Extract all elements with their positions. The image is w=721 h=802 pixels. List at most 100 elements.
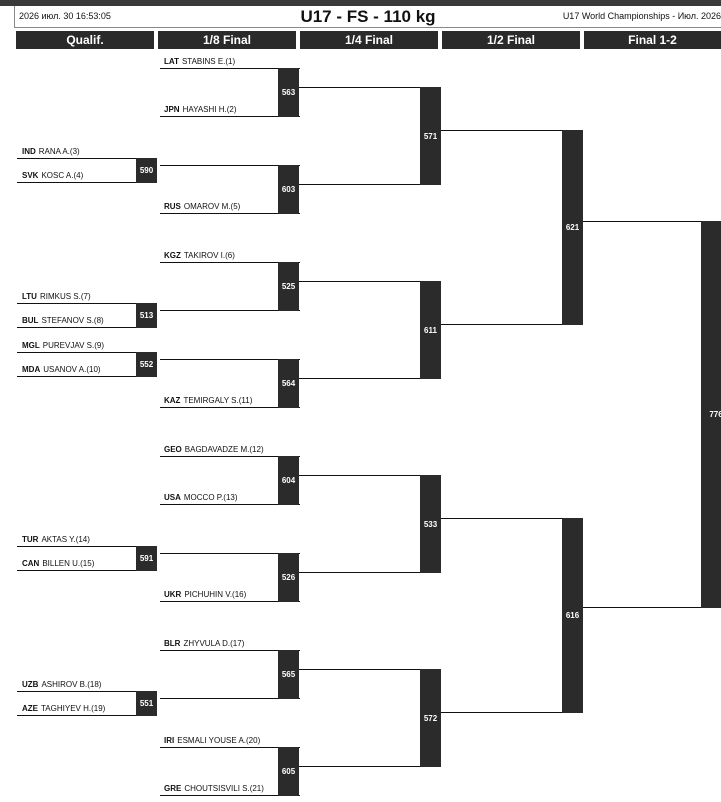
athlete-name: KOSC A.(4) [41, 171, 84, 180]
bracket-line [441, 324, 583, 325]
match-box-qualif[interactable]: 513 [136, 303, 157, 328]
match-box-r16[interactable]: 604 [278, 456, 299, 505]
athlete-name: CHOUTSISVILI S.(21) [184, 784, 264, 793]
athlete-nation: USA [164, 493, 181, 502]
match-box-qualif[interactable]: 591 [136, 546, 157, 571]
athlete-nation: KGZ [164, 251, 181, 260]
match-box-r16[interactable]: 564 [278, 359, 299, 408]
match-box-final[interactable]: 776 [701, 221, 721, 608]
bracket-line [441, 712, 583, 713]
athlete-name: HAYASHI H.(2) [182, 105, 237, 114]
round-header-1-8-final: 1/8 Final [158, 31, 296, 49]
round-header-1-4-final: 1/4 Final [300, 31, 438, 49]
athlete-name: PUREVJAV S.(9) [42, 341, 104, 350]
match-box-r16[interactable]: 563 [278, 68, 299, 117]
athlete-nation: UZB [22, 680, 39, 689]
match-box-qf[interactable]: 533 [420, 475, 441, 573]
match-box-r16[interactable]: 603 [278, 165, 299, 214]
athlete-nation: UKR [164, 590, 182, 599]
athlete-nation: BUL [22, 316, 39, 325]
bracket-line [160, 165, 300, 166]
page-title: U17 - FS - 110 kg [300, 7, 436, 26]
athlete-name: ASHIROV B.(18) [41, 680, 102, 689]
athlete-nation: GRE [164, 784, 182, 793]
match-box-qualif[interactable]: 590 [136, 158, 157, 183]
athlete-name: USANOV A.(10) [43, 365, 101, 374]
bracket-line [160, 262, 300, 263]
bracket-line [583, 221, 721, 222]
match-box-sf[interactable]: 616 [562, 518, 583, 713]
bracket-line [160, 650, 300, 651]
bracket-line [160, 359, 300, 360]
athlete-name: MOCCO P.(13) [183, 493, 238, 502]
athlete-name: ZHYVULA D.(17) [183, 639, 245, 648]
athlete-name: RIMKUS S.(7) [39, 292, 91, 301]
match-box-qf[interactable]: 611 [420, 281, 441, 379]
bracket-line [17, 546, 157, 547]
match-box-r16[interactable]: 526 [278, 553, 299, 602]
bracket-line [17, 182, 157, 183]
match-box-qf[interactable]: 571 [420, 87, 441, 185]
athlete-nation: LTU [22, 292, 37, 301]
bracket-line [299, 87, 441, 88]
match-box-r16[interactable]: 525 [278, 262, 299, 311]
bracket-line [299, 572, 441, 573]
round-header-qualif: Qualif. [16, 31, 154, 49]
match-box-r16[interactable]: 605 [278, 747, 299, 796]
athlete-nation: IRI [164, 736, 175, 745]
bracket-line [17, 352, 157, 353]
bracket-line [17, 691, 157, 692]
athlete-name: BILLEN U.(15) [42, 559, 95, 568]
athlete-nation: IND [22, 147, 36, 156]
athlete-name: TAKIROV I.(6) [183, 251, 235, 260]
bracket-line [160, 456, 300, 457]
athlete-name: AKTAS Y.(14) [41, 535, 90, 544]
bracket-line [160, 601, 300, 602]
match-box-r16[interactable]: 565 [278, 650, 299, 699]
match-box-sf[interactable]: 621 [562, 130, 583, 325]
athlete-nation: SVK [22, 171, 39, 180]
athlete-nation: JPN [164, 105, 180, 114]
match-box-qualif[interactable]: 551 [136, 691, 157, 716]
bracket-line [160, 504, 300, 505]
match-box-qf[interactable]: 572 [420, 669, 441, 767]
match-box-qualif[interactable]: 552 [136, 352, 157, 377]
bracket-line [160, 68, 300, 69]
top-bar [0, 0, 721, 6]
athlete-name: BAGDAVADZE M.(12) [184, 445, 264, 454]
athlete-name: TEMIRGALY S.(11) [183, 396, 253, 405]
bracket-line [583, 607, 721, 608]
bracket-line [299, 281, 441, 282]
bracket-line [299, 378, 441, 379]
bracket-line [17, 303, 157, 304]
bracket-line [160, 310, 300, 311]
athlete-name: RANA A.(3) [38, 147, 80, 156]
bracket-line [160, 213, 300, 214]
athlete-nation: AZE [22, 704, 38, 713]
bracket-line [160, 407, 300, 408]
bracket-line [299, 184, 441, 185]
athlete-name: STEFANOV S.(8) [41, 316, 104, 325]
athlete-nation: CAN [22, 559, 40, 568]
